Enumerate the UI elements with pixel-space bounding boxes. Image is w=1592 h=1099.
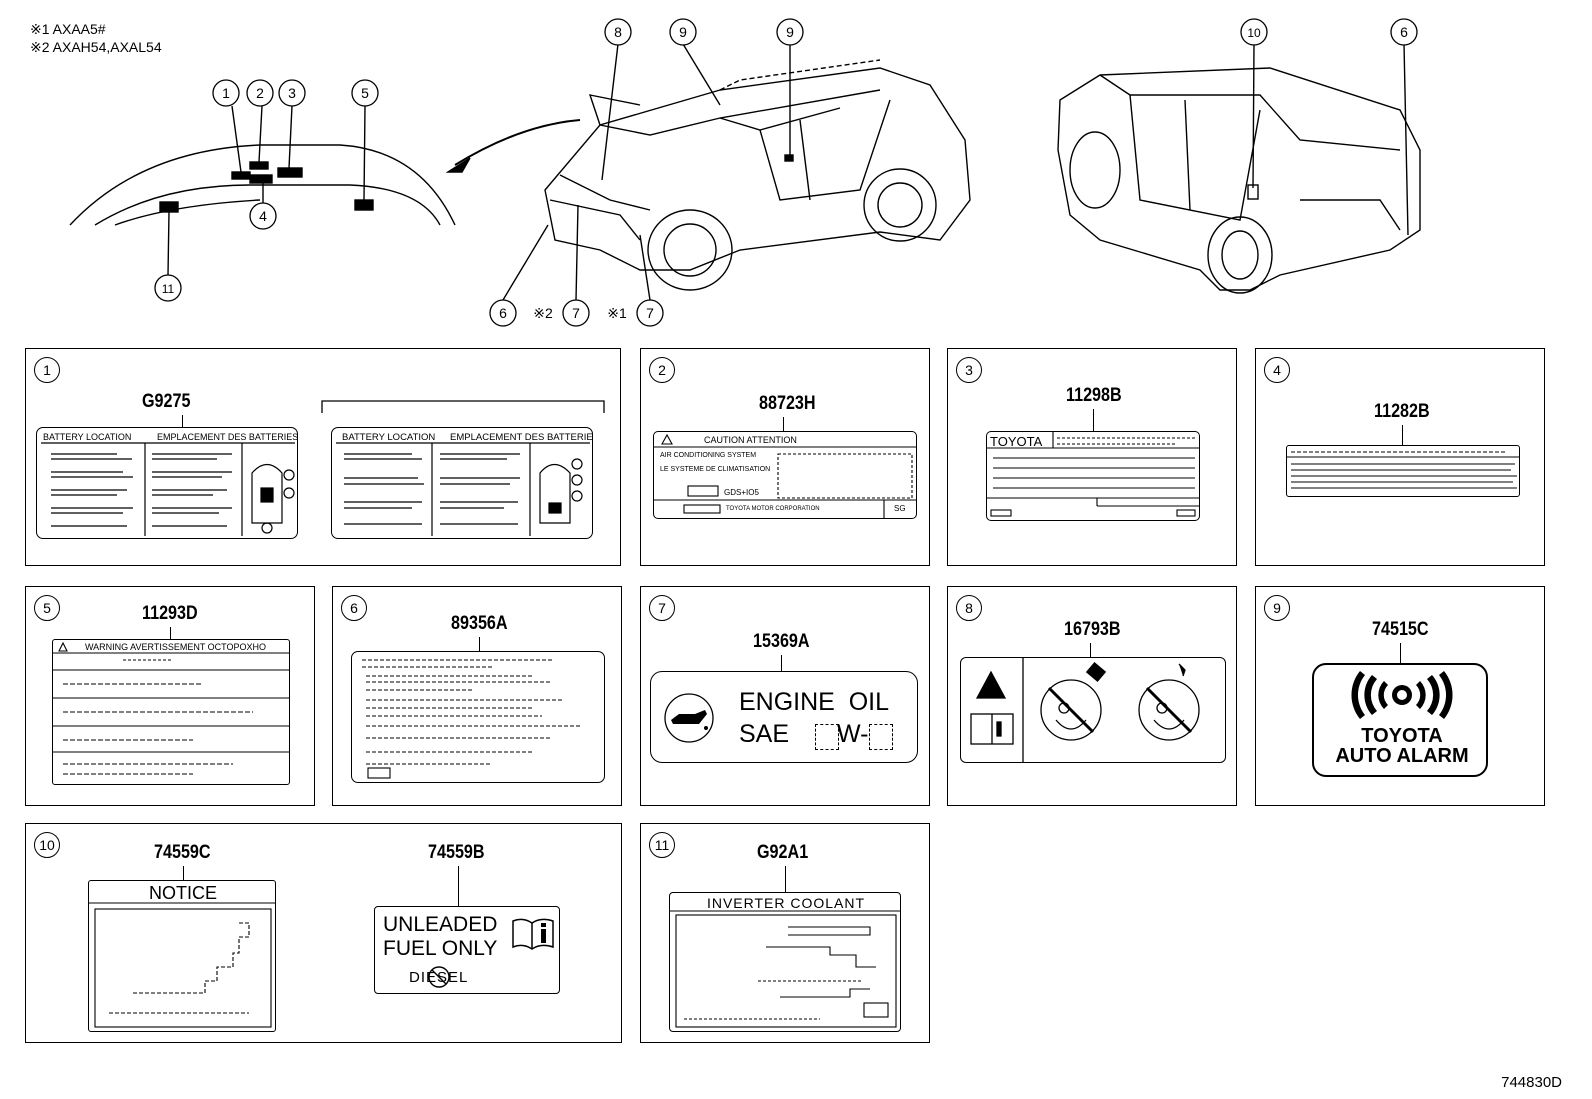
legend-row-1: ※1 AXAA5# [30, 21, 106, 37]
direction-arrow [454, 119, 581, 166]
panel-11: 11 G92A1 INVERTER COOLANT [640, 823, 930, 1043]
label-mark-11 [159, 201, 179, 213]
callout-11: 11 [162, 282, 175, 296]
part-code: 88723H [759, 393, 816, 414]
panel-3: 3 11298B TOYOTA [947, 348, 1237, 566]
ac-caution-label: CAUTION ATTENTION AIR CONDITIONING SYSTE… [653, 431, 917, 519]
note-2: ※2 [533, 305, 553, 321]
oil-can-icon [664, 693, 714, 743]
part-code: 89356A [451, 613, 508, 634]
viscosity-blank-1 [815, 724, 839, 750]
battery-label-left: BATTERY LOCATION EMPLACEMENT DES BATTERI… [36, 427, 298, 539]
panel-4: 4 11282B [1255, 348, 1545, 566]
part-code: 11282B [1374, 401, 1430, 422]
bumper-notice-label [351, 651, 605, 783]
warning-label: WARNING AVERTISSEMENT OCTOPOXHO [52, 639, 290, 785]
callout-9a: 9 [679, 24, 687, 40]
panel-10: 10 74559C NOTICE 74559B UNLEADED FUEL ON… [25, 823, 622, 1043]
fuel-label: UNLEADED FUEL ONLY DIESEL [374, 906, 560, 994]
callout-8: 8 [614, 24, 622, 40]
label-mark-5 [354, 199, 374, 211]
notice-label: NOTICE [88, 880, 276, 1032]
callout-7b: 7 [646, 305, 654, 321]
panel-number: 2 [649, 357, 675, 383]
callout-3: 3 [288, 85, 296, 101]
panel-2: 2 88723H CAUTION ATTENTION AIR CONDITION… [640, 348, 930, 566]
engine-oil-label: ENGINE OIL SAE W- [650, 671, 918, 763]
callout-2: 2 [256, 85, 264, 101]
battery-label-lines [336, 442, 590, 536]
inverter-coolant-label: INVERTER COOLANT [669, 892, 901, 1032]
panel-number: 10 [34, 832, 60, 858]
part-code-2: 74559B [428, 842, 485, 863]
panel-8: 8 16793B [947, 586, 1237, 806]
part-code: 11293D [142, 603, 198, 624]
part-code: 11298B [1066, 385, 1122, 406]
callout-6a: 6 [499, 305, 507, 321]
panel-number: 11 [649, 832, 675, 858]
callout-7a: 7 [572, 305, 580, 321]
no-child-seat-icon [1040, 661, 1107, 741]
warning-triangle-icon [975, 670, 1007, 699]
callout-4: 4 [259, 208, 267, 224]
callout-10: 10 [1247, 26, 1261, 40]
label-mark-1 [231, 171, 251, 180]
label-mark-2 [249, 161, 269, 170]
panel-number: 3 [956, 357, 982, 383]
panel-number: 4 [1264, 357, 1290, 383]
panel-number: 1 [34, 357, 60, 383]
callout-9b: 9 [786, 24, 794, 40]
legend-row-2: ※2 AXAH54,AXAL54 [30, 39, 162, 55]
no-rear-seat-icon [1138, 663, 1200, 741]
panel-9: 9 74515C TOYOTA AUTO ALARM [1255, 586, 1545, 806]
panel-number: 6 [341, 595, 367, 621]
viscosity-blank-2 [869, 724, 893, 750]
callout-circles [154, 18, 1418, 327]
tire-loading-label [1286, 445, 1520, 497]
callout-6b: 6 [1400, 24, 1408, 40]
car-rear-view [1057, 67, 1421, 294]
alarm-icon [1351, 671, 1453, 719]
auto-alarm-label: TOYOTA AUTO ALARM [1312, 663, 1488, 777]
label-mark-4 [249, 174, 273, 184]
toyota-emission-label: TOYOTA [986, 431, 1200, 521]
model-legend: ※1 AXAA5# ※2 AXAH54,AXAL54 [30, 20, 162, 56]
panel-number: 5 [34, 595, 60, 621]
panel-number: 8 [956, 595, 982, 621]
part-code: 15369A [753, 631, 810, 652]
panel-6: 6 89356A [332, 586, 622, 806]
figure-number: 744830D [1501, 1074, 1562, 1091]
car-front-view [544, 59, 971, 291]
panel-number: 7 [649, 595, 675, 621]
callout-1: 1 [222, 85, 230, 101]
callout-5: 5 [361, 85, 369, 101]
battery-label-lines [41, 442, 295, 536]
no-diesel-icon [428, 966, 450, 988]
panel-7: 7 15369A ENGINE OIL SAE W- [640, 586, 930, 806]
part-code: G92A1 [757, 842, 809, 863]
airbag-warning-label [960, 657, 1226, 763]
manual-icon [512, 918, 554, 950]
panel-number: 9 [1264, 595, 1290, 621]
note-1: ※1 [607, 305, 627, 321]
part-code: 74515C [1372, 619, 1429, 640]
panel-1: 1 G9275 BATTERY LOCATION EMPLACEMENT DES… [25, 348, 621, 566]
part-code: G9275 [142, 391, 191, 412]
panel-5: 5 11293D WARNING AVERTISSEMENT OCTOPOXHO [25, 586, 315, 806]
overview-illustration: 1 2 3 5 4 11 8 9 9 6 7 7 10 6 ※2 ※1 [69, 18, 1421, 327]
part-code: 74559C [154, 842, 211, 863]
battery-label-right: BATTERY LOCATION EMPLACEMENT DES BATTERI… [331, 427, 593, 539]
part-code: 16793B [1064, 619, 1121, 640]
label-mark-3 [277, 167, 303, 178]
